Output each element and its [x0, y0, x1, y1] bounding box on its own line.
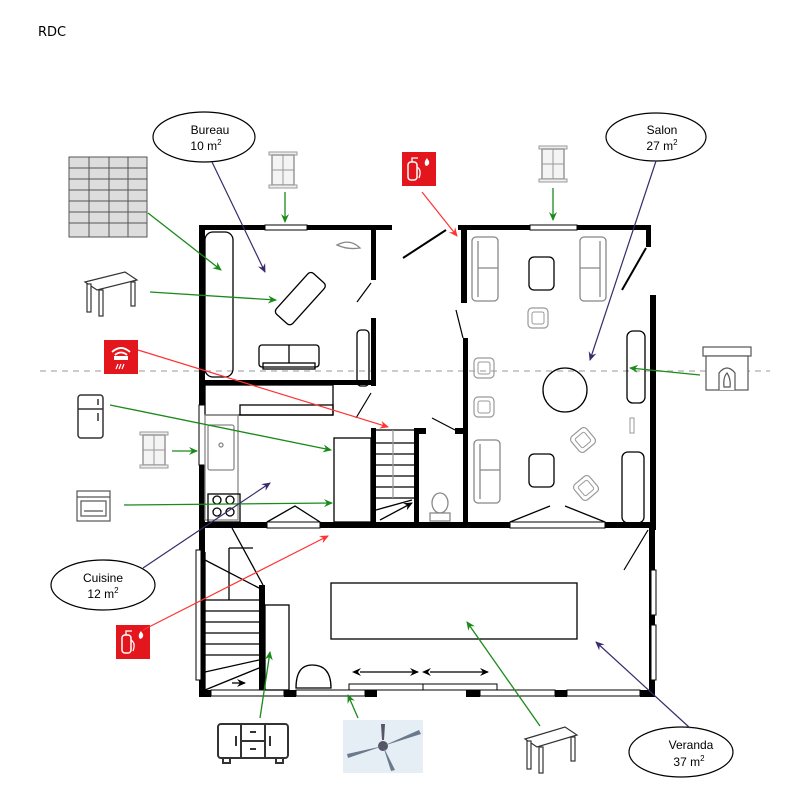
ceiling-fan-icon [343, 720, 423, 773]
svg-text:27 m2: 27 m2 [646, 138, 678, 153]
svg-text:Cuisine: Cuisine [83, 571, 123, 585]
equipment-arrows [109, 188, 701, 727]
room-label-cuisine: Cuisine 12 m2 [50, 559, 156, 611]
bookshelf-icon [68, 156, 148, 238]
furniture [204, 231, 646, 691]
window-icon [538, 145, 568, 183]
svg-text:Salon: Salon [647, 123, 678, 137]
safety-arrows [137, 191, 458, 631]
sideboard-icon [217, 723, 289, 764]
svg-text:12 m2: 12 m2 [87, 586, 119, 601]
walls [195, 224, 657, 697]
fire-extinguisher-icon [401, 151, 437, 187]
svg-text:37 m2: 37 m2 [673, 754, 705, 769]
oven-icon [76, 490, 111, 522]
svg-text:Bureau: Bureau [191, 123, 230, 137]
table-icon [523, 726, 579, 774]
window-icon [268, 151, 298, 189]
fireplace-icon [702, 346, 752, 391]
room-label-bureau: Bureau 10 m2 [152, 111, 256, 163]
table-icon [83, 271, 139, 317]
floor-title: RDC [38, 25, 66, 40]
room-label-salon: Salon 27 m2 [605, 112, 707, 162]
fridge-icon [77, 394, 104, 439]
smoke-detector-icon [104, 340, 138, 374]
svg-text:Veranda: Veranda [669, 738, 714, 752]
window-icon [139, 431, 169, 469]
svg-text:10 m2: 10 m2 [190, 138, 222, 153]
room-label-veranda: Veranda 37 m2 [628, 726, 734, 778]
room-arrows [142, 160, 691, 729]
fire-extinguisher-icon [115, 624, 151, 660]
